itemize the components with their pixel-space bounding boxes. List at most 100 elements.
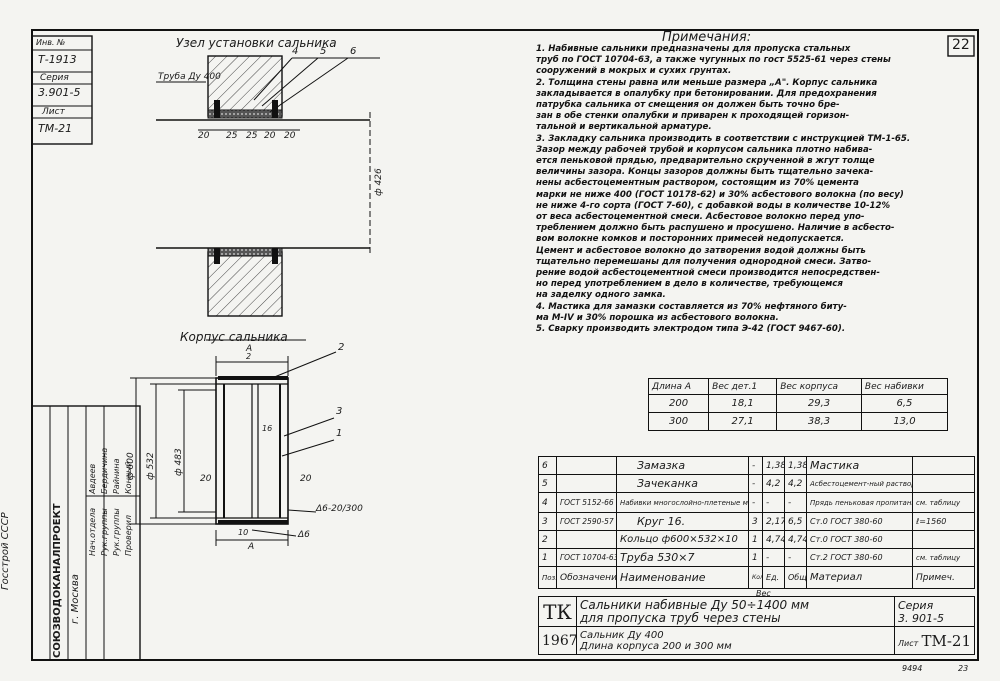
spec-cell: Замазка xyxy=(616,456,749,475)
note-line: 3. Закладку сальника производить в соотв… xyxy=(536,133,911,144)
note-line: нены асбестоцементным раствором, состоящ… xyxy=(536,178,859,189)
spec-cell: 4,74 xyxy=(784,530,807,549)
note-line: труб по ГОСТ 10704-63, а также чугунных … xyxy=(536,55,891,66)
spec-cell: - xyxy=(762,492,785,513)
note-line: на заделку одного замка. xyxy=(536,290,666,301)
spec-cell xyxy=(556,530,617,549)
dim-20c: 20 xyxy=(284,131,296,141)
spec-cell: Ст.0 ГОСТ 380-60 xyxy=(806,512,913,531)
spec-cell: 1 xyxy=(748,530,763,549)
note-line: но перед употреблением в дело в количест… xyxy=(536,279,843,290)
weights-cell: 200 xyxy=(647,394,710,413)
spec-cell: Зачеканка xyxy=(616,474,749,493)
org2: СОЮЗВОДОКАНАЛПРОЕКТ xyxy=(52,503,63,658)
dim-16: 16 xyxy=(262,424,273,433)
note-line: ется пеньковой прядью, предварительно ск… xyxy=(536,156,875,167)
title-sub: Сальник Ду 400 Длина корпуса 200 и 300 м… xyxy=(576,626,895,655)
spec-cell: - xyxy=(748,456,763,475)
title-series-label: Серия xyxy=(898,598,934,612)
spec-cell xyxy=(912,474,975,493)
title-block: ТК Сальники набивные Ду 50÷1400 мм для п… xyxy=(538,596,975,655)
spec-cell: 4,74 xyxy=(762,530,785,549)
spec-cell: см. таблицу xyxy=(912,492,975,513)
drawing2-title: Корпус сальника xyxy=(180,330,288,344)
weights-cell: 27,1 xyxy=(708,412,778,431)
spec-cell: 1 xyxy=(748,548,763,567)
spec-header: Примеч. xyxy=(912,566,975,589)
diameter-600: ф 600 xyxy=(126,452,136,480)
title-series-value: 3. 901-5 xyxy=(898,611,944,625)
weights-table: Длина А Вес дет.1 Вес корпуса Вес набивк… xyxy=(647,378,949,431)
spec-cell: 3 xyxy=(748,512,763,531)
title-sheet: Лист ТМ-21 xyxy=(894,626,975,655)
dim-20-right: 20 xyxy=(300,474,312,484)
callout-2: 2 xyxy=(338,342,345,353)
dim-10: 10 xyxy=(238,528,249,537)
diameter-483: ф 483 xyxy=(174,448,184,476)
weights-cell: 300 xyxy=(647,412,710,431)
weights-cell: 38,3 xyxy=(776,412,862,431)
spec-cell: Мастика xyxy=(806,456,913,475)
title-series: Серия 3. 901-5 xyxy=(894,596,975,627)
title-org: ТК xyxy=(538,596,577,627)
note-line: зан в обе стенки опалубки и приварен к п… xyxy=(536,111,850,122)
note-line: патрубка сальника от смещения он должен … xyxy=(536,100,840,111)
spec-table: 6 Замазка - 1,38 1,38 Мастика 5 Зачеканк… xyxy=(538,456,975,589)
note-line: величины зазора. Концы зазоров должны бы… xyxy=(536,167,874,178)
weights-header: Длина А xyxy=(647,378,710,395)
spec-cell: 2,17 xyxy=(762,512,785,531)
spec-header: Материал xyxy=(806,566,913,589)
weights-header: Вес корпуса xyxy=(776,378,862,395)
callout-1: 1 xyxy=(336,428,343,439)
spec-cell: Прядь пеньковая пропитанная xyxy=(806,492,913,513)
spec-cell: Ст.2 ГОСТ 380-60 xyxy=(806,548,913,567)
callout-6: 6 xyxy=(350,46,357,57)
name-1: Авдеев xyxy=(88,463,97,494)
note-line: рение водой асбестоцементной смеси произ… xyxy=(536,268,880,279)
weights-cell: 13,0 xyxy=(860,412,949,431)
callout-5: 5 xyxy=(320,46,327,57)
role-4: Проверил xyxy=(124,514,133,556)
footer-page: 23 xyxy=(958,664,969,673)
dim-25b: 25 xyxy=(246,131,258,141)
title-line-2: для пропуска труб через стены xyxy=(580,610,781,625)
note-line: вом волокне комков и посторонних примесе… xyxy=(536,234,845,245)
title-year: 1967 xyxy=(538,626,577,655)
title-sheet-value: ТМ-21 xyxy=(921,631,971,650)
diameter-426: ф 426 xyxy=(374,168,384,196)
name-2: Бердичина xyxy=(100,447,109,494)
note-line: ма М-IV и 30% порошка из асбестового вол… xyxy=(536,312,779,323)
title-sheet-label: Лист xyxy=(898,638,919,648)
spec-cell: ℓ=1560 xyxy=(912,512,975,531)
callout-4: 4 xyxy=(292,46,299,57)
notes-heading: Примечания: xyxy=(662,30,752,45)
drawing1-linework xyxy=(156,55,380,317)
inv-value: Т-1913 xyxy=(38,53,77,66)
spec-cell: 1,38 xyxy=(784,456,807,475)
note-line: Зазор между рабочей трубой и корпусом са… xyxy=(536,144,873,155)
sheet-value: ТМ-21 xyxy=(38,122,73,135)
dim-25a: 25 xyxy=(226,131,238,141)
weld-label-2: Δ6 xyxy=(298,530,310,540)
note-line: 5. Сварку производить электродом типа Э-… xyxy=(536,324,846,335)
spec-cell: - xyxy=(762,548,785,567)
diameter-532: ф 532 xyxy=(146,452,156,480)
sheet-number: 22 xyxy=(952,37,970,53)
note-line: сооружений в мокрых и сухих грунтах. xyxy=(536,66,732,77)
spec-header: Ед. xyxy=(762,566,785,589)
spec-header: Кол. xyxy=(748,566,763,589)
section-mark: А xyxy=(246,344,253,354)
footer-code: 9494 xyxy=(902,664,923,673)
spec-cell: 4,2 xyxy=(784,474,807,493)
spec-cell: 4,2 xyxy=(762,474,785,493)
title-main: Сальники набивные Ду 50÷1400 мм для проп… xyxy=(576,596,895,627)
weld-label-1: Δ6-20/300 xyxy=(316,504,363,514)
spec-cell: Набивки многослойно-плетеные марки ПП 45… xyxy=(616,492,749,513)
dim-20b: 20 xyxy=(264,131,276,141)
spec-cell: ГОСТ 2590-57 xyxy=(556,512,617,531)
drawing2-linework xyxy=(130,339,337,546)
role-3: Рук.группы xyxy=(112,508,121,556)
spec-cell: см. таблицу xyxy=(912,548,975,567)
spec-header: Наименование xyxy=(616,566,749,589)
